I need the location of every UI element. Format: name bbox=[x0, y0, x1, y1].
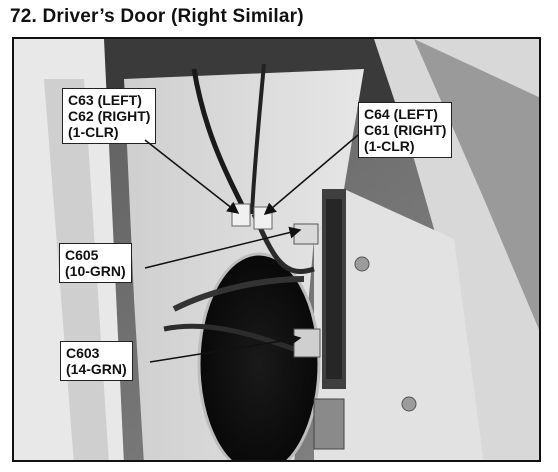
callout-c603-line2: (14-GRN) bbox=[66, 361, 127, 377]
callout-c63-line1: C63 (LEFT) bbox=[68, 92, 142, 108]
callout-c605: C605 (10-GRN) bbox=[59, 243, 132, 283]
callout-c64-line2: C61 (RIGHT) bbox=[364, 122, 447, 138]
callout-c603: C603 (14-GRN) bbox=[60, 341, 133, 381]
page-title: 72. Driver’s Door (Right Similar) bbox=[10, 6, 304, 27]
callout-c63-line3: (1-CLR) bbox=[68, 124, 119, 140]
callout-c605-line2: (10-GRN) bbox=[65, 263, 126, 279]
callout-c63-c62: C63 (LEFT) C62 (RIGHT) (1-CLR) bbox=[62, 88, 157, 144]
callout-c605-line1: C605 bbox=[65, 247, 99, 263]
callout-c63-line2: C62 (RIGHT) bbox=[68, 108, 151, 124]
callout-c603-line1: C603 bbox=[66, 345, 100, 361]
callout-c64-c61: C64 (LEFT) C61 (RIGHT) (1-CLR) bbox=[358, 102, 453, 158]
callout-c64-line3: (1-CLR) bbox=[364, 138, 415, 154]
callout-c64-line1: C64 (LEFT) bbox=[364, 106, 438, 122]
